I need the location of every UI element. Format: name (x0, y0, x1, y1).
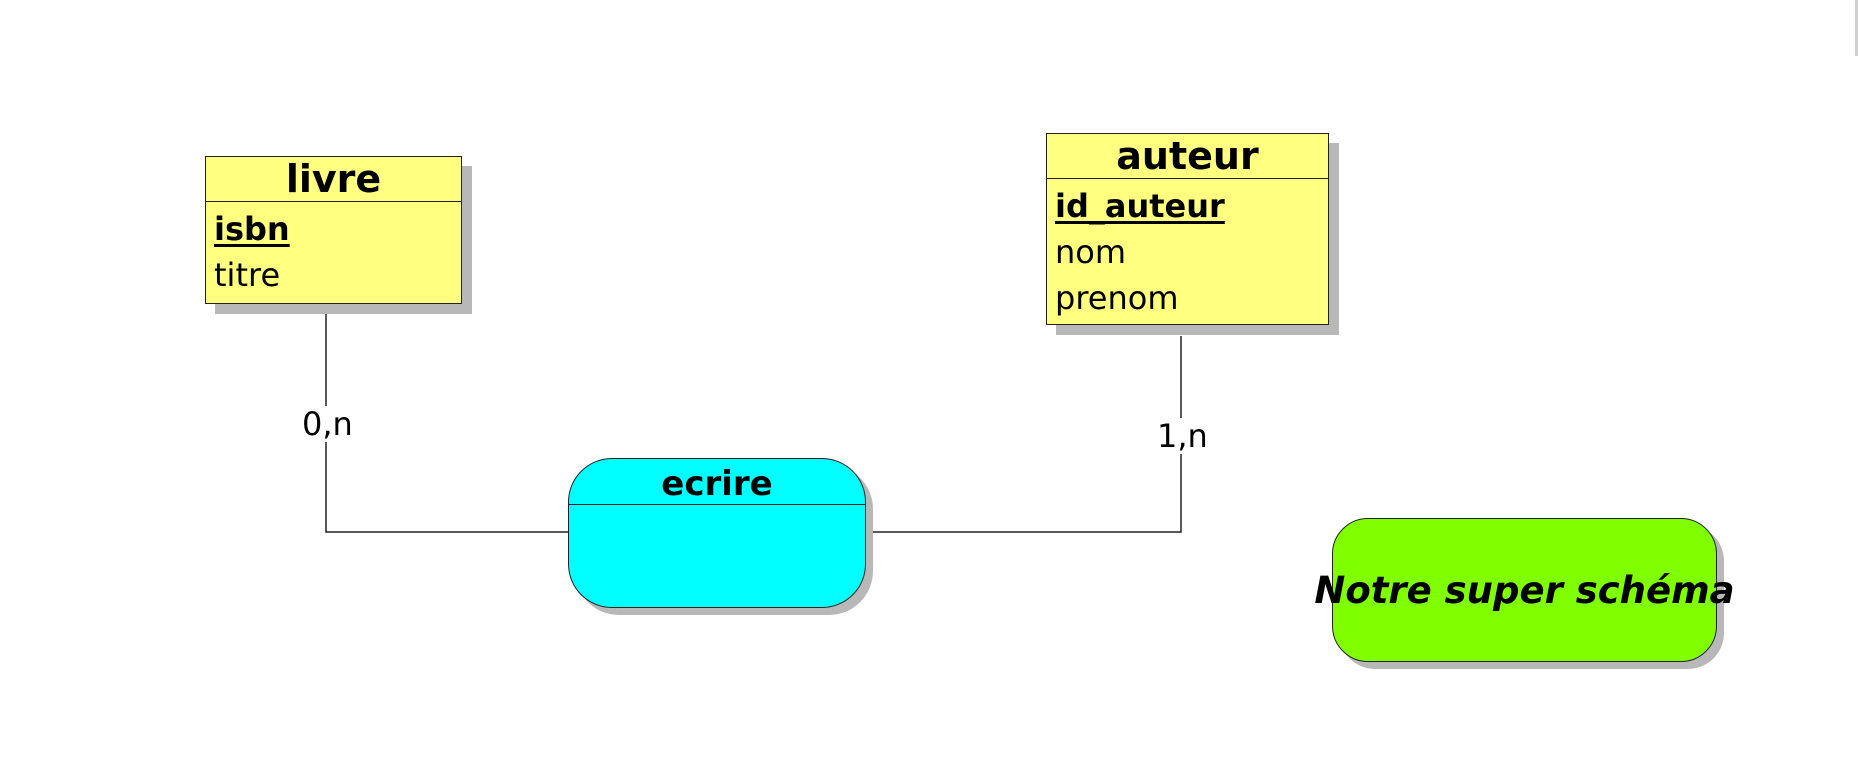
note-text: Notre super schéma (1314, 568, 1735, 612)
attribute-id-auteur: id_auteur (1055, 187, 1225, 225)
attribute-isbn: isbn (214, 210, 290, 248)
entity-auteur-attributes: id_auteur nom prenom (1047, 179, 1328, 321)
cardinality-livre-ecrire: 0,n (300, 405, 355, 443)
association-ecrire[interactable]: ecrire (568, 458, 866, 608)
window-edge-marker (1855, 0, 1858, 56)
attribute-prenom: prenom (1055, 279, 1179, 317)
association-ecrire-title: ecrire (569, 459, 865, 505)
attribute-titre: titre (214, 256, 281, 294)
link-auteur-ecrire (866, 336, 1182, 533)
entity-auteur-title: auteur (1047, 134, 1328, 179)
entity-livre-attributes: isbn titre (206, 202, 461, 298)
attribute-nom: nom (1055, 233, 1127, 271)
entity-livre-title: livre (206, 157, 461, 202)
cardinality-auteur-ecrire: 1,n (1155, 417, 1210, 455)
entity-auteur[interactable]: auteur id_auteur nom prenom (1046, 133, 1329, 325)
link-livre-ecrire (325, 312, 568, 533)
entity-livre[interactable]: livre isbn titre (205, 156, 462, 304)
note-box[interactable]: Notre super schéma (1314, 518, 1735, 662)
